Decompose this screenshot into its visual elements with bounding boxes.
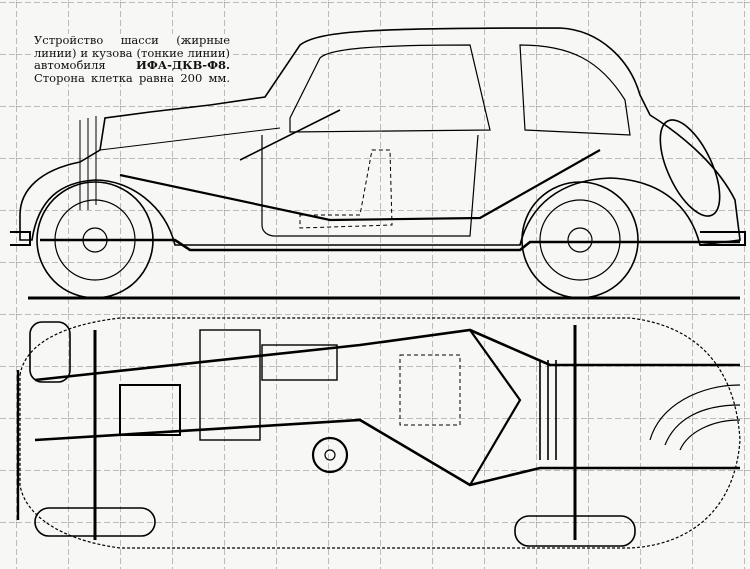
- rear-wheel-left: [514, 515, 636, 547]
- front-wheel-rim: [54, 199, 136, 281]
- rear-window: [519, 44, 631, 136]
- steering-wheel: [311, 436, 349, 474]
- gearbox: [199, 329, 261, 441]
- chassis-beam: [119, 149, 601, 222]
- rear-wheel-rim: [539, 199, 621, 281]
- rear-wheel-hub: [567, 227, 593, 253]
- seat: [299, 149, 393, 229]
- door-outline: [261, 134, 479, 237]
- rear-spring: [539, 360, 557, 460]
- side-view: [10, 27, 746, 299]
- spare-wheel: [659, 119, 721, 217]
- rear-wing-arcs: [649, 384, 741, 451]
- bonnet-line: [99, 127, 281, 151]
- window-frame: [289, 44, 491, 133]
- front-seat-plan: [399, 354, 461, 426]
- caption-text-1: Устройство шасси (жирные линии) и кузова…: [34, 33, 230, 72]
- rear-bumper: [700, 231, 746, 246]
- front-wheel-left: [34, 507, 156, 537]
- steering-wheel-hub: [324, 449, 336, 461]
- body-outline: [19, 27, 741, 246]
- rear-wheel-outer: [521, 181, 639, 299]
- cross-member: [469, 329, 522, 486]
- plan-body-outline: [19, 317, 741, 549]
- caption-model: ИФА-ДКВ-Ф8.: [135, 58, 230, 72]
- front-wheel-right: [29, 321, 71, 383]
- radiator-grill: [79, 116, 97, 210]
- front-bumper: [10, 231, 31, 246]
- steering-column: [239, 109, 341, 161]
- caption-text-2: Сторона клетка равна 200 мм.: [34, 70, 230, 85]
- engine-block: [119, 384, 181, 436]
- front-wheel-outer: [36, 181, 154, 299]
- fuel-tank: [261, 344, 338, 381]
- plan-view: [16, 317, 741, 549]
- figure-caption: Устройство шасси (жирные линии) и кузова…: [34, 34, 230, 84]
- front-wheel-hub: [82, 227, 108, 253]
